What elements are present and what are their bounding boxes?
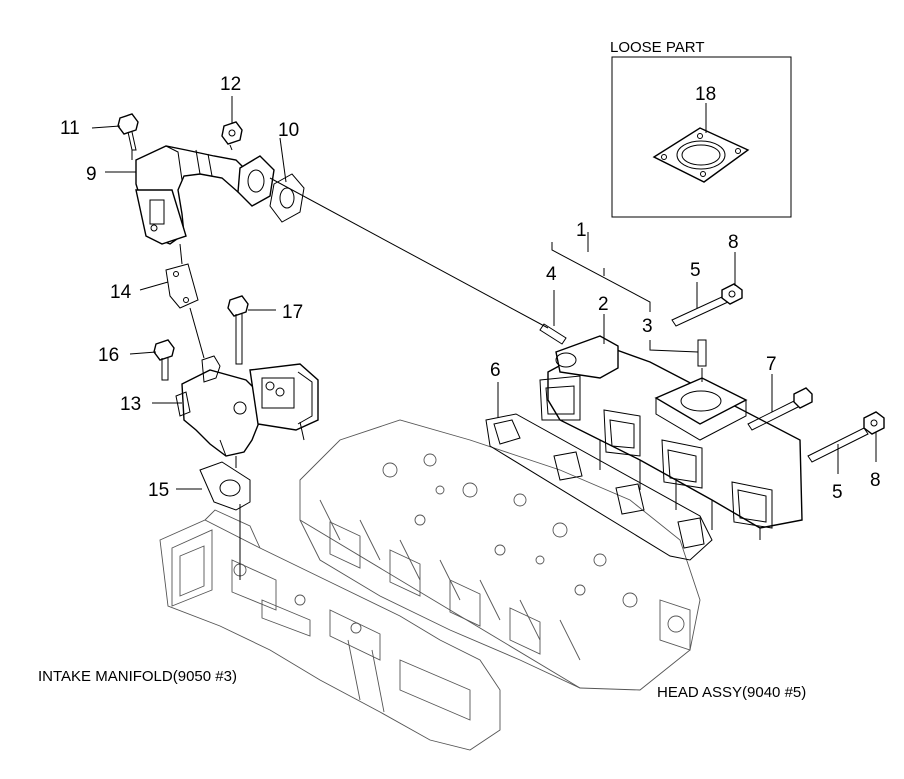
head-assy-ghost [299,419,701,691]
callout-8-lower: 8 [870,470,881,491]
part-15-gasket [199,461,251,511]
callout-3: 3 [642,316,653,337]
callout-13: 13 [120,394,141,415]
part-12-nut [221,121,243,145]
callout-9: 9 [86,164,97,185]
part-11-bolt [117,113,139,151]
callout-16: 16 [98,345,119,366]
part-8-nut-upper [721,283,743,305]
part-5-stud-lower [807,427,869,463]
callout-15: 15 [148,480,169,501]
part-4-stud [539,323,567,345]
part-17-bolt [227,295,249,365]
loose-part-caption: LOOSE PART [610,39,704,56]
part-7-bolt [747,387,813,431]
callout-11: 11 [60,118,80,139]
part-16-bolt [153,339,175,381]
assembly-lines [131,144,703,580]
part-8-nut-lower [863,411,885,435]
callout-8-upper: 8 [728,232,739,253]
intake-manifold-caption: INTAKE MANIFOLD(9050 #3) [38,668,237,685]
callout-7: 7 [766,354,777,375]
callout-4: 4 [546,264,557,285]
callout-1: 1 [576,220,587,241]
head-assy-caption: HEAD ASSY(9040 #5) [657,684,806,701]
leader-lines [91,96,877,490]
part-18-gasket [652,127,750,183]
part-13-egr-valve [175,355,319,457]
part-6-exhaust-gasket [485,413,713,561]
callout-2: 2 [598,294,609,315]
part-10-gasket [269,173,305,223]
callout-14: 14 [110,282,132,303]
callout-labels: 1 2 3 4 5 5 6 7 8 8 9 10 11 12 13 14 15 … [60,74,881,503]
callout-17: 17 [282,302,303,323]
part-3-stud [697,339,707,367]
callout-12: 12 [220,74,241,95]
part-9-egr-pipe [135,145,275,245]
callout-18: 18 [695,84,716,105]
callout-10: 10 [278,120,299,141]
part-14-gasket [165,263,199,309]
intake-manifold-ghost [159,509,501,751]
part-1-exhaust-manifold [539,335,803,540]
loose-part-box [611,56,792,218]
callout-5-upper: 5 [690,260,701,281]
callout-5-lower: 5 [832,482,843,503]
callout-6: 6 [490,360,501,381]
part-5-stud-upper [671,295,729,327]
